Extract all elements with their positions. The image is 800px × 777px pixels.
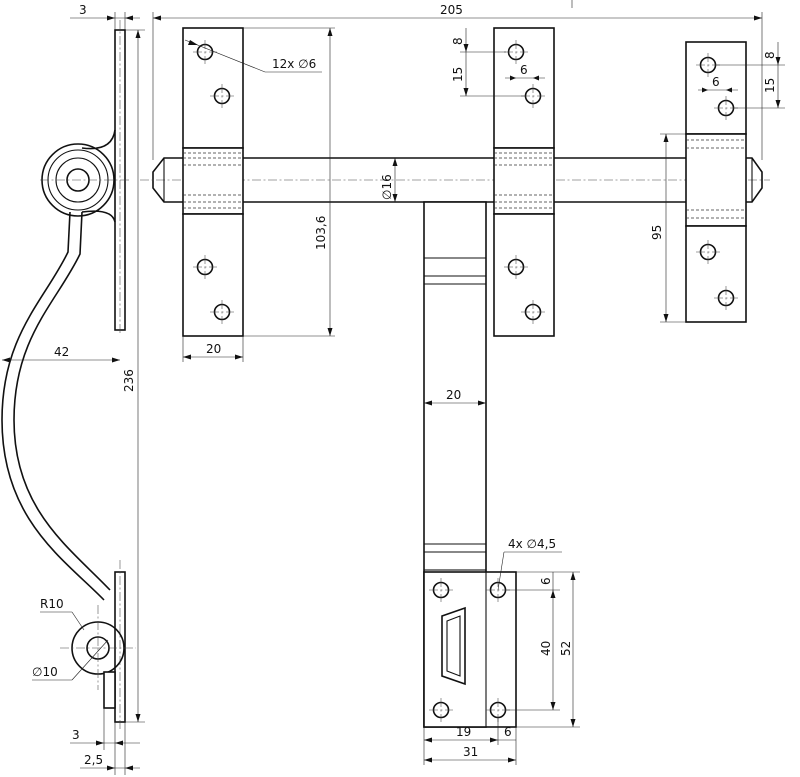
dimension-lines: [2, 0, 785, 775]
label-thickness-bottom: 3: [72, 728, 80, 742]
bracket-left-lower-plate: [182, 213, 244, 337]
arrowhead: [775, 57, 781, 65]
dimension-labels: 3 205 12x ∅6 8 15 6 8 6 15 ∅16 103,6 95 …: [32, 3, 777, 767]
arrowhead: [424, 757, 432, 763]
bracket-right-lower-plate: [685, 225, 747, 323]
label-bar-width: 20: [446, 388, 461, 402]
bracket-middle-sleeve: [493, 147, 555, 215]
arrowhead: [112, 357, 120, 363]
bracket-right: [685, 41, 747, 323]
label-small-holes: 4x ∅4,5: [508, 537, 556, 551]
arrowhead: [550, 702, 556, 710]
arrowhead: [188, 40, 198, 45]
arrowhead: [135, 30, 141, 38]
label-spacing-15-mid: 15: [451, 67, 465, 82]
label-keeper-hole-offset: 6: [539, 577, 553, 585]
label-thickness-small: 2,5: [84, 753, 103, 767]
arrowhead: [663, 314, 669, 322]
label-hole-count: 12x ∅6: [272, 57, 316, 71]
arrowhead: [570, 572, 576, 580]
label-spacing-6-mid: 6: [520, 63, 528, 77]
side-view: [1, 20, 136, 730]
arrowhead: [392, 158, 398, 166]
bracket-middle-upper-plate: [493, 27, 555, 149]
arrowhead: [424, 737, 432, 743]
label-strap-height: 95: [650, 225, 664, 240]
arrowhead: [327, 28, 333, 36]
label-pivot-diameter: ∅10: [32, 665, 58, 679]
arrowhead: [550, 590, 556, 598]
arrowhead: [96, 740, 104, 746]
label-spacing-8-mid: 8: [451, 37, 465, 45]
arrowhead: [702, 87, 708, 93]
bracket-left: [182, 27, 244, 337]
bracket-right-upper-plate: [685, 41, 747, 135]
front-view: [140, 27, 770, 728]
arrowhead: [2, 357, 10, 363]
label-keeper-width-6: 6: [504, 725, 512, 739]
label-handle-reach: 42: [54, 345, 69, 359]
arrowhead: [463, 44, 469, 52]
arrowhead: [726, 87, 732, 93]
arrowhead: [183, 354, 191, 360]
arrowhead: [510, 75, 516, 81]
arrowhead: [107, 765, 115, 771]
label-overall-length: 205: [440, 3, 463, 17]
arrowhead: [327, 328, 333, 336]
side-pivot-tab: [103, 671, 116, 709]
arrowhead: [424, 400, 432, 406]
label-keeper-width-31: 31: [463, 745, 478, 759]
dim-leader-holes: [184, 39, 266, 73]
arrowhead: [107, 15, 115, 21]
dim-leader-d10-diag: [71, 639, 109, 681]
arrowhead: [478, 400, 486, 406]
arrowhead: [775, 100, 781, 108]
side-handle-outer: [1, 211, 105, 601]
label-spacing-8-right: 8: [763, 51, 777, 59]
label-keeper-height: 52: [559, 641, 573, 656]
keeper: [423, 571, 517, 728]
label-bend-radius: R10: [40, 597, 64, 611]
label-spacing-15-right: 6: [712, 75, 720, 89]
arrowhead: [125, 765, 133, 771]
arrowhead: [754, 15, 762, 21]
label-keeper-hole-spacing: 40: [539, 641, 553, 656]
side-handle-inner: [13, 211, 111, 591]
label-plate-width: 20: [206, 342, 221, 356]
label-rod-diameter: ∅16: [380, 174, 394, 200]
arrowhead: [663, 134, 669, 142]
arrowhead: [570, 719, 576, 727]
arrowhead: [125, 15, 133, 21]
arrowhead: [533, 75, 539, 81]
arrowhead: [115, 740, 123, 746]
dim-leader-r10-diag: [71, 611, 85, 631]
keeper-slot-inner: [446, 615, 461, 677]
label-thickness-top: 3: [79, 3, 87, 17]
arrowhead: [392, 194, 398, 202]
arrowhead: [235, 354, 243, 360]
bracket-middle-lower-plate: [493, 213, 555, 337]
bracket-right-sleeve: [685, 133, 747, 227]
side-bend-lower: [81, 210, 116, 223]
arrowhead: [463, 88, 469, 96]
arrowhead: [135, 714, 141, 722]
label-spacing-15-right-v: 15: [763, 78, 777, 93]
label-plate-height: 103,6: [314, 216, 328, 250]
bracket-middle: [493, 27, 555, 337]
label-keeper-width-19: 19: [456, 725, 471, 739]
arrowhead: [490, 737, 498, 743]
bracket-left-upper-plate: [182, 27, 244, 149]
side-bend-upper: [81, 129, 116, 150]
arrowhead: [153, 15, 161, 21]
keeper-slot-outer: [441, 606, 466, 686]
label-overall-height: 236: [122, 369, 136, 392]
arrowhead: [508, 757, 516, 763]
dim-leader-small-holes: [497, 551, 505, 591]
